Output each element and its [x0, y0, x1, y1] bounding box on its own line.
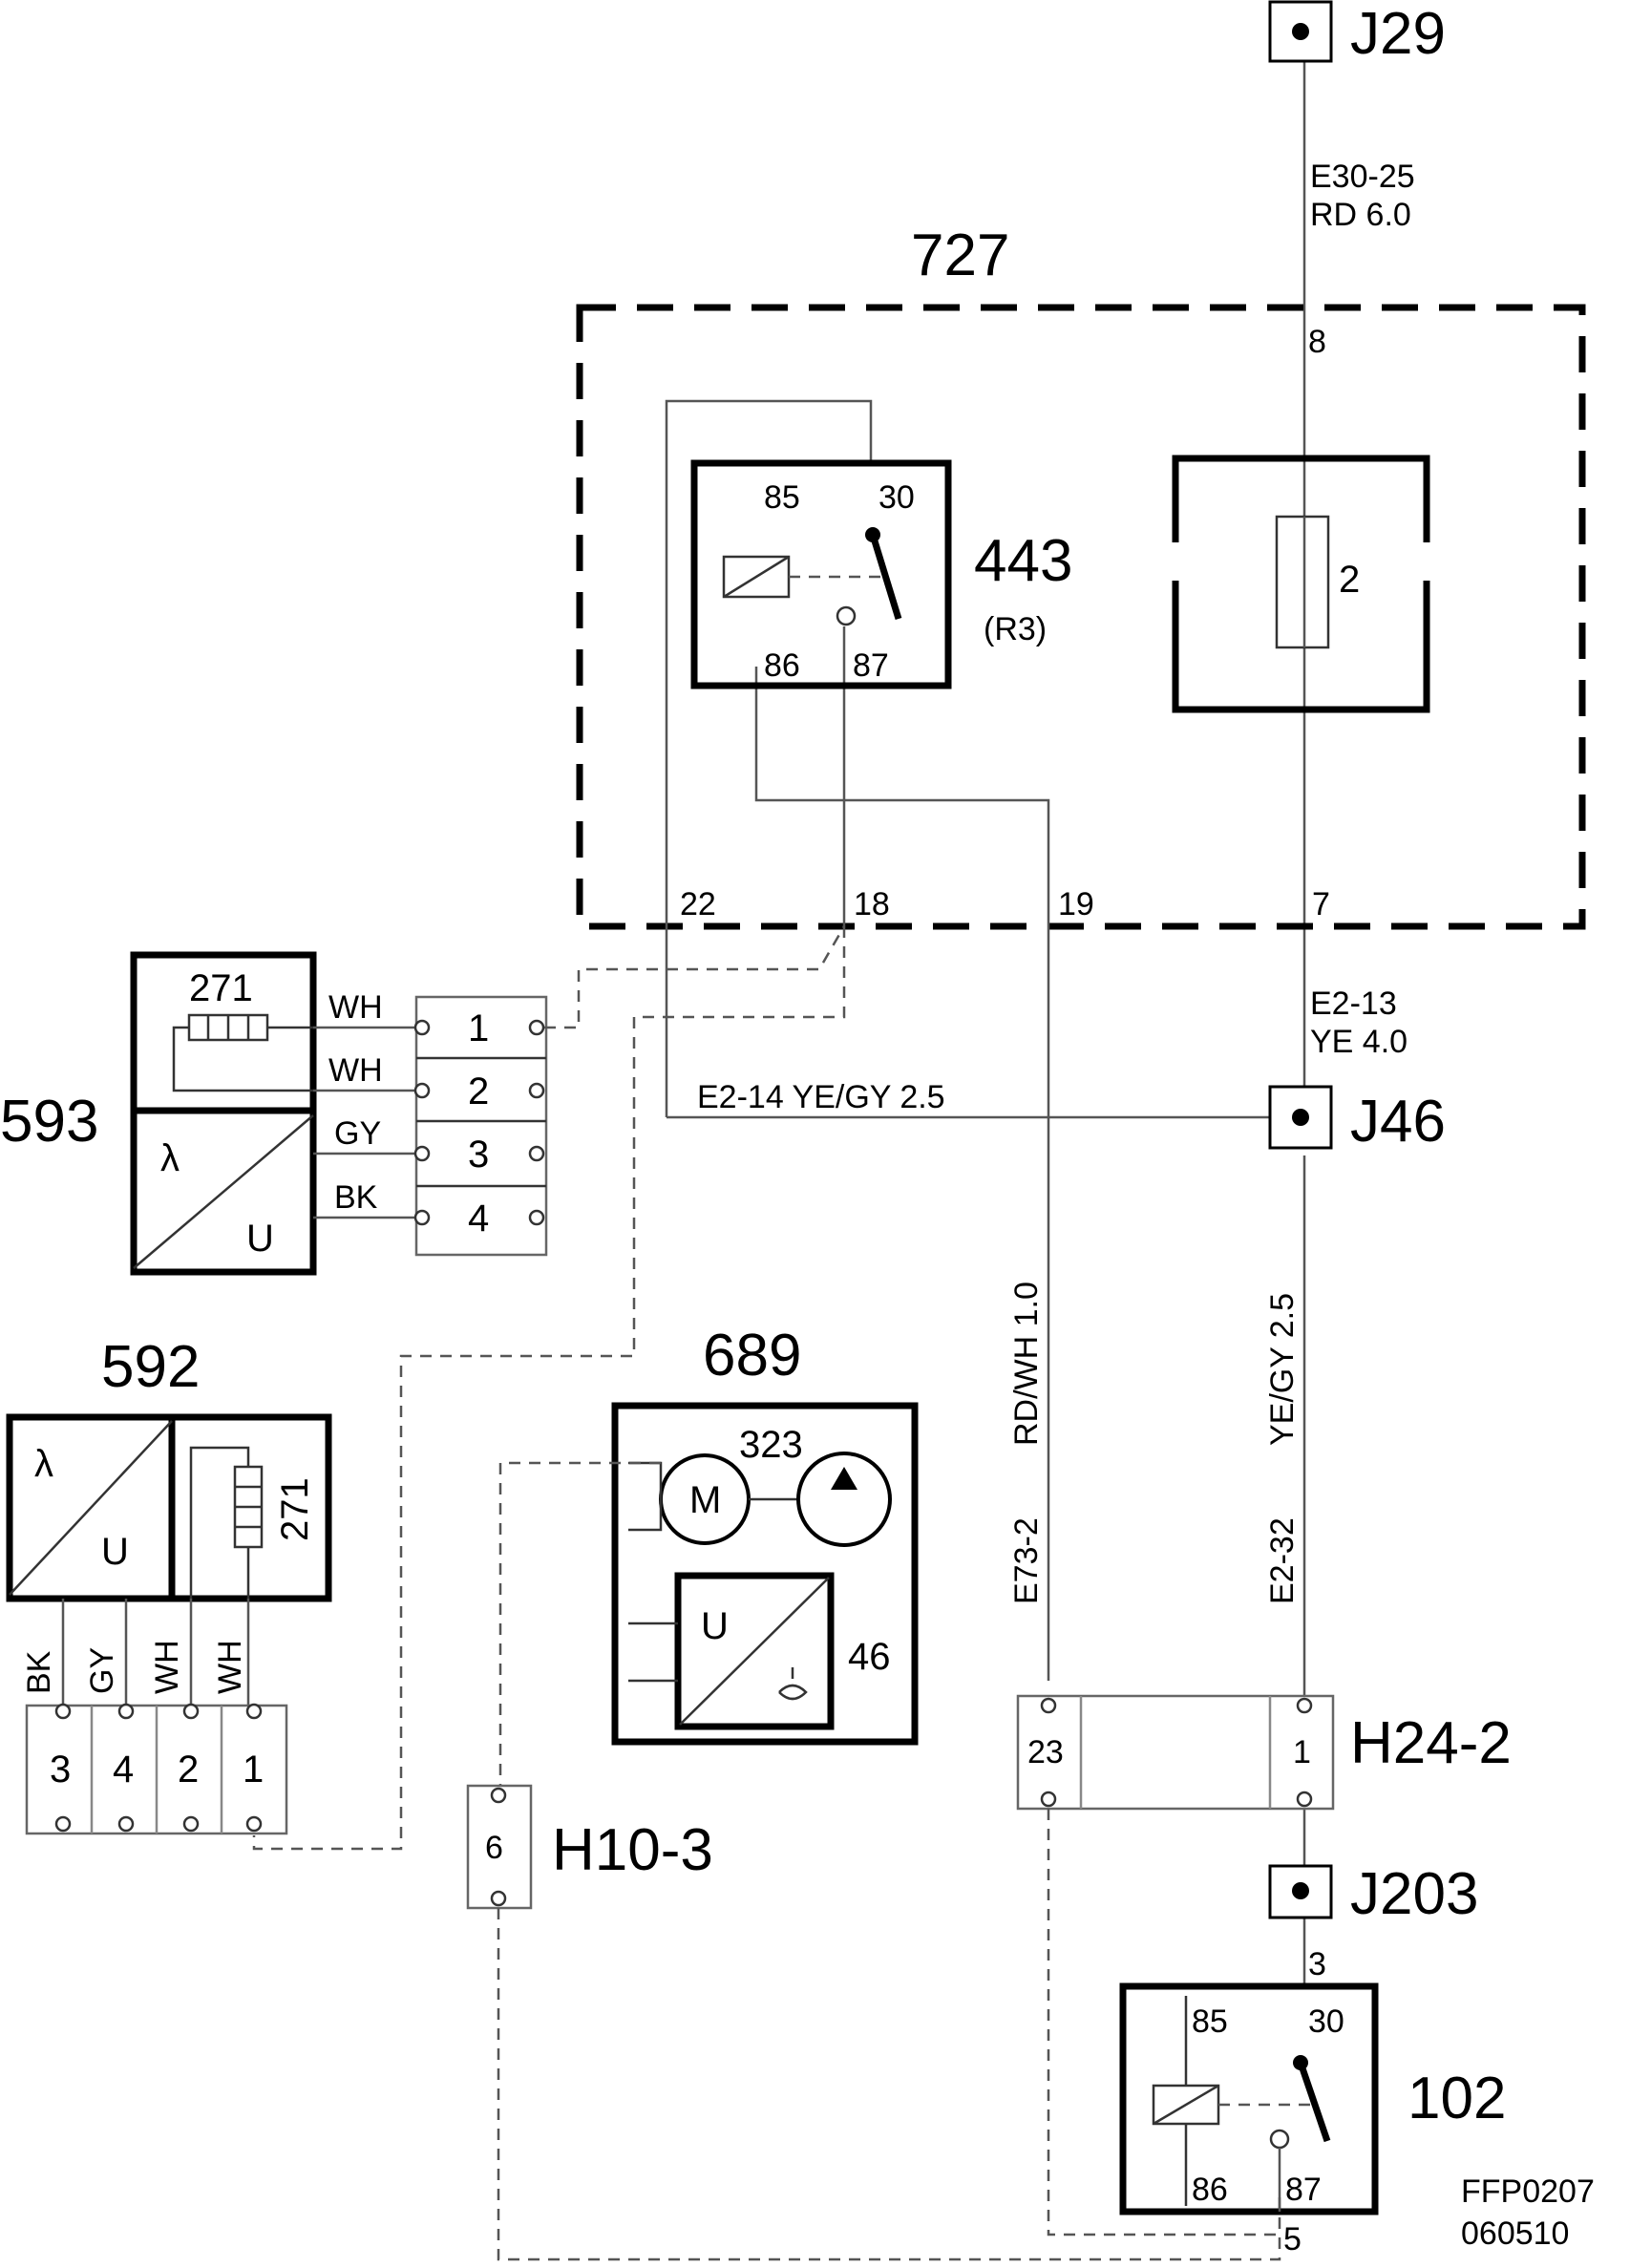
- relay-102-label: 102: [1408, 2066, 1506, 2131]
- relay-443-label: 443: [974, 528, 1072, 594]
- wire-label-rd-wh: RD/WH 1.0: [1008, 1282, 1045, 1446]
- wire-label-e2-13: E2-13: [1310, 986, 1397, 1022]
- output-u-b: U: [101, 1531, 129, 1573]
- lambda-icon-a: λ: [160, 1137, 180, 1179]
- lambda-icon-b: λ: [34, 1443, 53, 1485]
- H24-2-pin-23: 23: [1027, 1734, 1064, 1770]
- heater-271-label-b: 271: [274, 1477, 316, 1541]
- dashed-wire-592-1: [252, 926, 846, 1851]
- dashed-wire-h24-102: [1047, 1809, 1280, 2236]
- conn593-pin-3: 3: [468, 1134, 489, 1176]
- conn592-pin-d: 1: [243, 1749, 264, 1791]
- drawing-date: 060510: [1461, 2215, 1569, 2252]
- relay-443: 85 30 86 87 443 (R3): [690, 459, 1072, 689]
- terminal-J46: E2-14 YE/GY 2.5 J46: [667, 1079, 1446, 1155]
- terminal-J203-label: J203: [1350, 1861, 1478, 1927]
- wire-label-e2-14: E2-14 YE/GY 2.5: [697, 1079, 945, 1115]
- wire-label-ye-4: YE 4.0: [1310, 1024, 1408, 1060]
- dashed-wire-h10-102: [497, 1908, 1281, 2261]
- terminal-J29-label: J29: [1350, 1, 1446, 67]
- terminal-J46-label: J46: [1350, 1089, 1446, 1155]
- wire-label-e30-25: E30-25: [1310, 159, 1415, 195]
- component-727: 727 8 7 22 18 19: [576, 223, 1586, 1681]
- terminal-J29: J29: [1268, 0, 1446, 67]
- component-592-label: 592: [101, 1334, 200, 1400]
- relay-443-pin-86: 86: [764, 647, 800, 684]
- drawing-code: FFP0207: [1461, 2173, 1595, 2210]
- connector-H10-3: 6 H10-3: [466, 1784, 713, 1910]
- heater-271-label-a: 271: [189, 967, 253, 1009]
- output-u-a: U: [246, 1218, 274, 1260]
- relay-443-pin-30: 30: [878, 479, 915, 516]
- conn592-pin-a: 3: [50, 1749, 71, 1791]
- relay-443-sub: (R3): [984, 611, 1047, 647]
- connector-H24-2: 23 1 H24-2: [1016, 1694, 1512, 1811]
- conn593-pin-2: 2: [468, 1070, 489, 1113]
- wire-color-592-c: WH: [149, 1640, 185, 1694]
- wire-color-2: WH: [328, 1052, 383, 1089]
- wire-color-4: BK: [334, 1179, 378, 1216]
- connector-593: 1 2 3 4: [413, 995, 548, 1257]
- pin-19: 19: [1058, 886, 1094, 922]
- H10-3-pin-6: 6: [485, 1830, 503, 1866]
- component-593-label: 593: [0, 1089, 98, 1155]
- H24-2-pin-1: 1: [1293, 1734, 1311, 1770]
- output-u-c: U: [701, 1605, 729, 1647]
- wire-color-592-d: WH: [212, 1640, 248, 1694]
- pin-5: 5: [1283, 2221, 1302, 2257]
- pin-22: 22: [680, 886, 716, 922]
- fuel-level-icon: [778, 1667, 808, 1701]
- wire-color-3: GY: [334, 1115, 381, 1152]
- connector-592: 3 4 2 1: [25, 1703, 288, 1835]
- component-592: 592 λ U 271 BK GY WH WH: [6, 1334, 332, 1711]
- component-727-label: 727: [911, 223, 1009, 288]
- component-46-label: 46: [848, 1636, 891, 1678]
- wire-label-e2-32: E2-32: [1264, 1517, 1301, 1604]
- fuse-2-label: 2: [1339, 559, 1360, 601]
- component-689-label: 689: [703, 1323, 801, 1388]
- pin-3: 3: [1308, 1946, 1326, 1982]
- relay-443-pin-87: 87: [853, 647, 889, 684]
- connector-H24-2-label: H24-2: [1350, 1710, 1512, 1776]
- connector-H10-3-label: H10-3: [552, 1817, 713, 1883]
- wire-color-592-b: GY: [84, 1647, 120, 1694]
- component-323-label: 323: [739, 1424, 803, 1466]
- pin-8: 8: [1308, 324, 1326, 360]
- pin-18: 18: [854, 886, 890, 922]
- conn592-pin-b: 4: [113, 1749, 134, 1791]
- conn593-pin-1: 1: [468, 1007, 489, 1049]
- relay-443-pin-85: 85: [764, 479, 800, 516]
- wire-label-e73-2: E73-2: [1008, 1517, 1045, 1604]
- relay-102-pin-30: 30: [1308, 2003, 1344, 2040]
- wire-color-592-a: BK: [21, 1650, 57, 1694]
- relay-102-pin-86: 86: [1192, 2172, 1228, 2208]
- fuse-2: 2: [1172, 455, 1430, 713]
- wire-label-ye-gy: YE/GY 2.5: [1264, 1293, 1301, 1446]
- conn592-pin-c: 2: [178, 1749, 199, 1791]
- relay-102: 85 30 86 87 102 5: [1119, 1982, 1506, 2257]
- relay-102-pin-85: 85: [1192, 2003, 1228, 2040]
- component-689: 689 323 M U 46: [611, 1323, 919, 1746]
- wire-color-1: WH: [328, 989, 383, 1026]
- pump-icon: [831, 1467, 857, 1490]
- wire-label-rd-6: RD 6.0: [1310, 197, 1411, 233]
- dashed-wire-689-h10: [498, 1461, 661, 1786]
- pin-7: 7: [1312, 886, 1330, 922]
- terminal-J203: J203 3: [1268, 1861, 1478, 1982]
- relay-102-pin-87: 87: [1285, 2172, 1322, 2208]
- dashed-wire-593-1: [544, 925, 846, 1029]
- motor-icon: M: [689, 1479, 721, 1521]
- conn593-pin-4: 4: [468, 1198, 489, 1240]
- component-593: 593 271 λ U WH WH GY BK: [0, 951, 420, 1276]
